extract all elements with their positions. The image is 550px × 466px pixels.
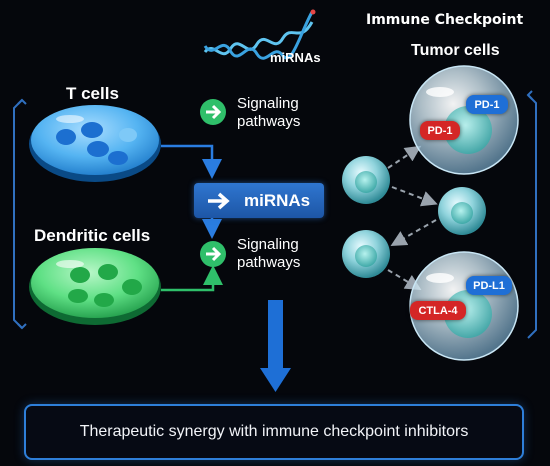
t-cell-illustration [29, 105, 161, 182]
immune-checkpoint-title: Immune Checkpoint [366, 12, 524, 28]
signaling-arrow-icon-top [200, 99, 226, 125]
large-tumor-cell-top [409, 65, 519, 175]
small-tumor-cell-3 [342, 230, 390, 278]
pdl1-badge: PD-L1 [466, 276, 512, 295]
t-cells-label: T cells [66, 84, 119, 103]
right-arrow-icon [208, 192, 230, 209]
mirnas-box: miRNAs [194, 183, 324, 218]
mirnas-strand-label: miRNAs [270, 50, 321, 65]
t-cell-connector [161, 144, 222, 179]
small-tumor-cell-2 [438, 187, 486, 235]
pd1-badge-red: PD-1 [420, 121, 460, 140]
signaling-bottom-line2: pathways [237, 254, 301, 271]
ctla4-badge: CTLA-4 [410, 301, 466, 320]
signaling-pathways-bottom: Signaling pathways [237, 236, 300, 272]
pd1-badge-blue: PD-1 [466, 95, 508, 114]
signaling-top-line2: pathways [237, 113, 301, 130]
tumor-cells-label: Tumor cells [411, 42, 500, 59]
down-arrow-to-synergy [260, 300, 291, 392]
right-bracket [527, 94, 537, 339]
dendritic-connector [161, 265, 223, 292]
dendritic-cells-label: Dendritic cells [34, 226, 151, 245]
signaling-bottom-line1: Signaling [237, 236, 299, 253]
signaling-top-line1: Signaling [237, 95, 299, 112]
synergy-box: Therapeutic synergy with immune checkpoi… [24, 404, 524, 460]
mirnas-box-label: miRNAs [244, 190, 311, 210]
signaling-arrow-icon-bottom [200, 241, 226, 267]
left-bracket [13, 99, 23, 329]
synergy-text: Therapeutic synergy with immune checkpoi… [79, 423, 469, 440]
small-tumor-cell-1 [342, 156, 390, 204]
signaling-pathways-top: Signaling pathways [237, 95, 300, 131]
mirna-helix-icon [203, 9, 316, 60]
dendritic-cell-illustration [29, 248, 161, 325]
